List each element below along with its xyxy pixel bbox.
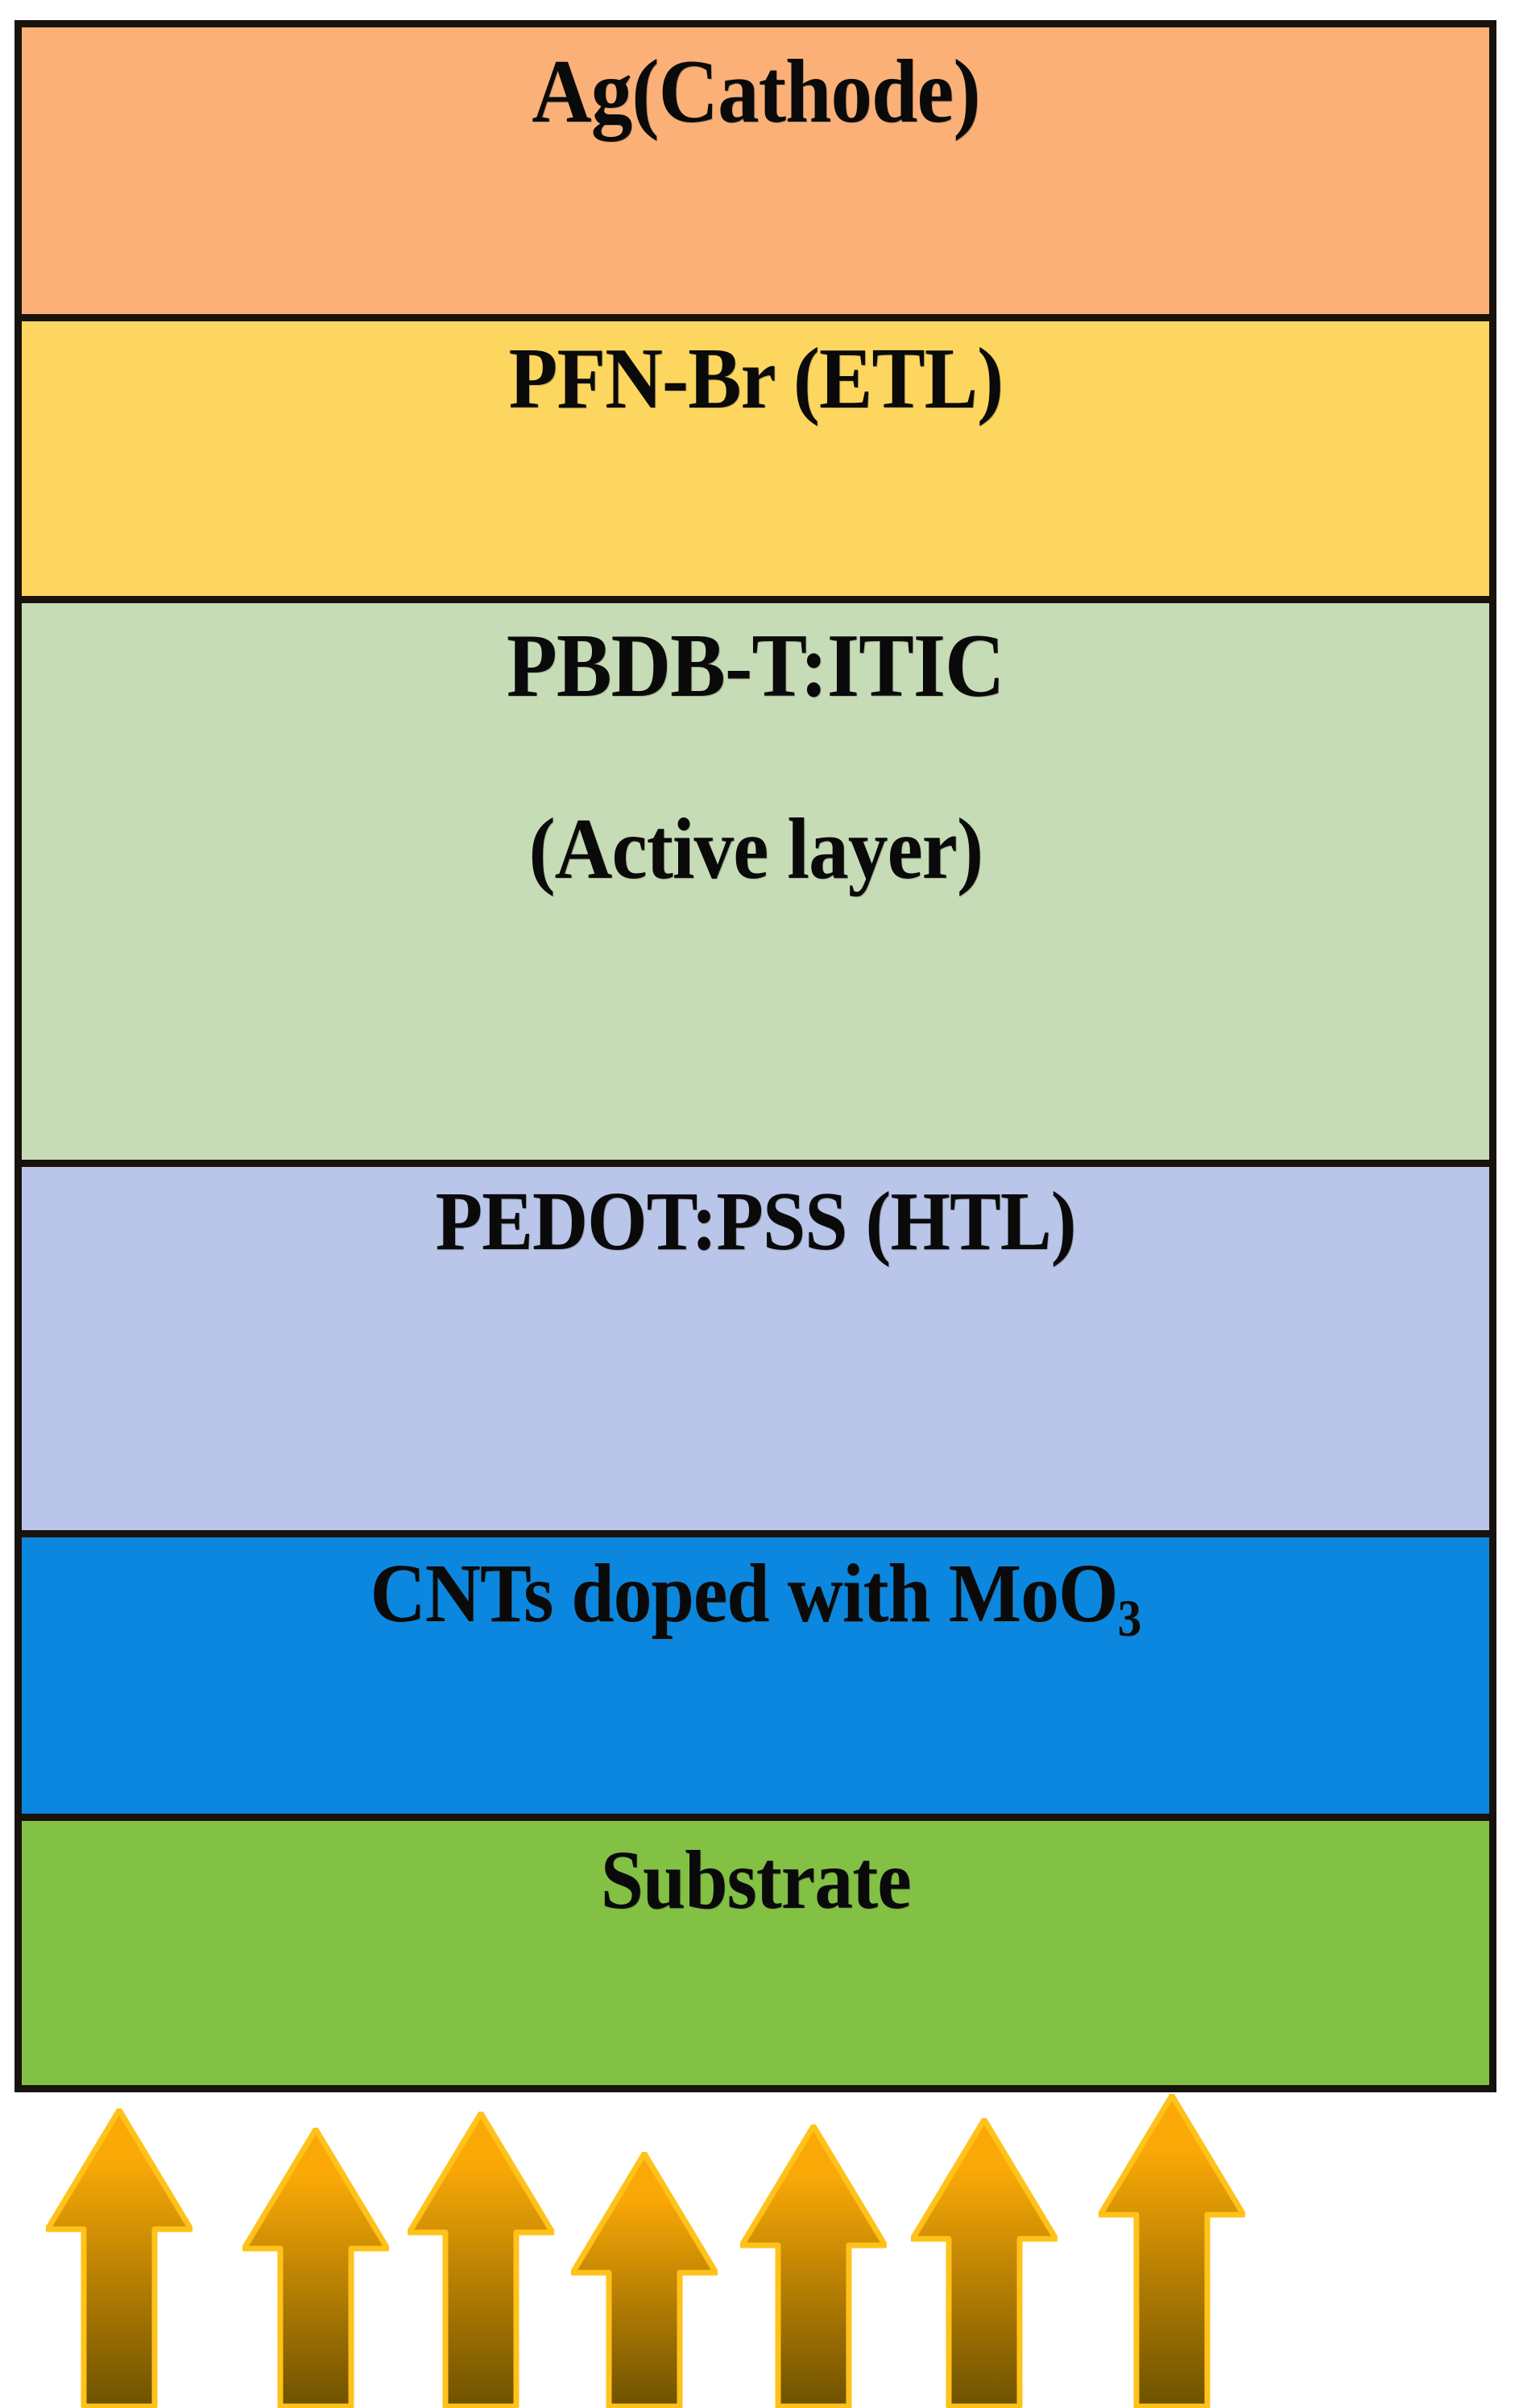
- layer-label-active-layer: (Active layer): [528, 801, 983, 897]
- incident-light-arrow: [242, 2128, 389, 2408]
- incident-light-arrow: [571, 2152, 718, 2408]
- layer-label-substrate: Substrate: [600, 1834, 911, 1926]
- layer-cnts-doped-moo3: CNTs doped with MoO3: [22, 1530, 1489, 1814]
- layer-label-ag-cathode: Ag(Cathode): [531, 42, 980, 142]
- incident-light-arrow: [408, 2112, 554, 2408]
- layer-label-pedot-pss-htl: PEDOT:PSS (HTL): [435, 1175, 1076, 1268]
- incident-light-arrow: [1099, 2094, 1245, 2408]
- layer-label-pfn-br-etl: PFN-Br (ETL): [508, 331, 1004, 427]
- layer-pbdb-t-itic-active: PBDB-T:ITIC (Active layer): [22, 596, 1489, 1160]
- incident-light-arrow-group: [0, 2094, 1519, 2408]
- layer-pedot-pss-htl: PEDOT:PSS (HTL): [22, 1160, 1489, 1530]
- cnt-label-subscript: 3: [1117, 1590, 1142, 1648]
- layer-label-pbdb-t-itic: PBDB-T:ITIC: [507, 616, 1005, 716]
- layer-substrate: Substrate: [22, 1814, 1489, 2085]
- incident-light-arrow: [46, 2108, 192, 2408]
- device-stack: Ag(Cathode) PFN-Br (ETL) PBDB-T:ITIC (Ac…: [14, 20, 1496, 2092]
- layer-label-cnts-doped-moo3: CNTs doped with MoO3: [370, 1552, 1142, 1648]
- layer-pfn-br-etl: PFN-Br (ETL): [22, 314, 1489, 596]
- layer-ag-cathode: Ag(Cathode): [22, 27, 1489, 314]
- cnt-label-text: CNTs doped with MoO: [370, 1547, 1119, 1640]
- incident-light-arrow: [740, 2125, 887, 2408]
- incident-light-arrow: [911, 2118, 1058, 2408]
